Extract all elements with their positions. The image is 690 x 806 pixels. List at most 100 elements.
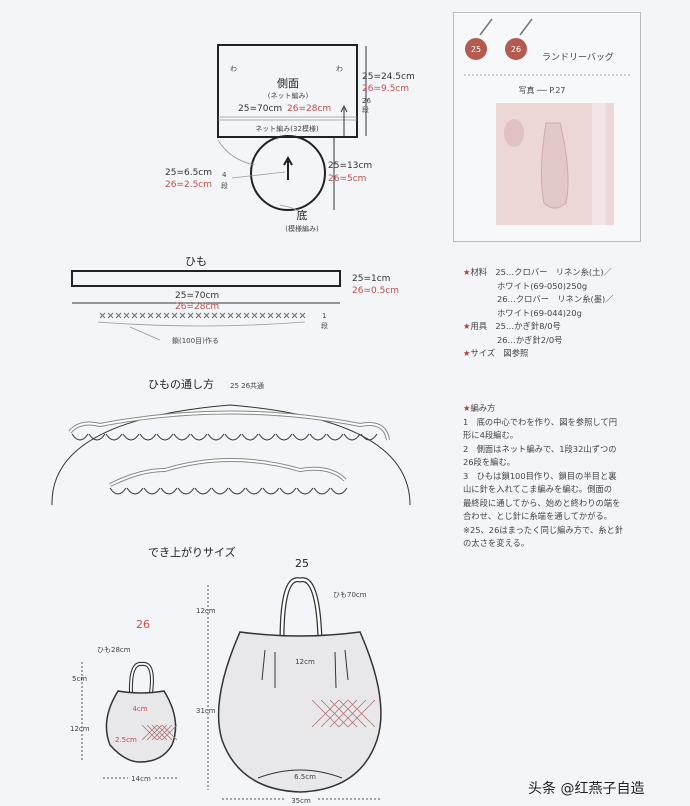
material-line: ホワイト(69-050)250g — [497, 280, 588, 291]
bottom-diagram: 25=6.5cm 26=2.5cm 4 段 25=13cm 26=5cm 底 (… — [165, 135, 372, 233]
cord-width-26: 26=0.5cm — [352, 286, 399, 296]
instructions-section: ★編み方 1 底の中心でわを作り、図を参照して円 形に4段編む。 2 側面はネッ… — [463, 402, 683, 551]
stitch-x — [203, 312, 210, 319]
bottom-title: 底 — [297, 208, 308, 222]
instructions-title: 編み方 — [470, 403, 496, 413]
net-loop — [262, 487, 280, 495]
side-height-26: 26=9.5cm — [362, 84, 409, 94]
instruction-line: 形に4段編む。 — [463, 430, 519, 440]
instruction-line: の太さを変える。 — [463, 538, 530, 548]
materials-label: 材料 — [470, 267, 488, 277]
badge-26: 26 — [511, 45, 521, 54]
stitch-x — [139, 312, 146, 319]
bag25-handle-height: 12cm — [196, 607, 216, 615]
mesh-line — [161, 724, 178, 741]
stitch-x — [107, 312, 114, 319]
net-loop — [309, 433, 327, 441]
material-line: 26…クロバー リネン糸(墨)／ — [497, 294, 614, 304]
net-loop — [190, 433, 208, 441]
cord-rows-num: 1 — [322, 312, 326, 320]
stitch-x — [219, 312, 226, 319]
instruction-line: 26段を編む。 — [463, 457, 516, 467]
project-panel: 25 26 ランドリーバッグ 写真 ── P.27 — [453, 12, 641, 242]
net-loop — [326, 433, 344, 441]
bottom-subtitle: (模様編み) — [285, 224, 319, 233]
stitch-x — [211, 312, 218, 319]
net-loop — [279, 487, 297, 495]
instruction-line: ※25、26はまったく同じ編み方で、糸と針 — [463, 524, 624, 535]
mesh-line — [338, 699, 367, 728]
mesh-line — [347, 699, 376, 728]
cord-diagram: ひも 25=1cm 26=0.5cm 25=70cm 26=28cm 1 段 鎖… — [71, 255, 399, 345]
stitch-x — [179, 312, 186, 319]
cord-title: ひも — [185, 255, 207, 268]
bag26-base: 2.5cm — [115, 736, 137, 744]
stitch-x — [267, 312, 274, 319]
stitch-x — [99, 312, 106, 319]
stitch-x — [195, 312, 202, 319]
watermark: 头条 @红燕子自造 — [528, 781, 645, 797]
instruction-line: 2 側面はネット編みで、1段32山ずつの — [463, 443, 617, 454]
side-subtitle: (ネット編み) — [268, 91, 309, 100]
bag26-opening: 4cm — [132, 705, 147, 713]
side-height-25: 25=24.5cm — [362, 72, 415, 82]
stitch-x — [115, 312, 122, 319]
stitch-x — [259, 312, 266, 319]
material-line: ホワイト(69-044)20g — [497, 307, 582, 318]
instruction-line: 1 底の中心でわを作り、図を参照して円 — [463, 416, 618, 427]
side-band-label: ネット編み(32模様) — [255, 124, 319, 133]
stitch-x — [299, 312, 306, 319]
finished-title: でき上がりサイズ — [148, 545, 236, 559]
photo-ref: 写真 ── P.27 — [518, 85, 565, 95]
stitch-x — [131, 312, 138, 319]
tools-label: 用具 — [470, 321, 488, 331]
bottom-radius-25: 25=6.5cm — [165, 168, 212, 178]
tool-line: 26…かぎ針2/0号 — [497, 334, 563, 345]
bottom-diameter-25: 25=13cm — [328, 161, 372, 171]
net-loop — [245, 487, 263, 495]
chain-note: 鎖(100目)作る — [172, 336, 219, 345]
net-loop — [360, 433, 378, 441]
stitch-x — [123, 312, 130, 319]
bag25-cord: ひも70cm — [333, 591, 367, 599]
instruction-line: 山に針を入れてこま編みを編む。側面の — [463, 484, 613, 494]
net-loop — [71, 433, 89, 441]
bottom-radius-26: 26=2.5cm — [165, 180, 212, 190]
stitch-x — [291, 312, 298, 319]
instruction-line: 合わせ、とじ針に糸端を通してかがる。 — [463, 511, 613, 521]
bag25-opening: 12cm — [295, 658, 315, 666]
net-loop — [258, 433, 276, 441]
net-loop — [207, 433, 225, 441]
arrow-up-icon — [283, 155, 293, 166]
stitch-x — [227, 312, 234, 319]
net-loop — [156, 433, 174, 441]
threading-note: 25 26共通 — [230, 381, 264, 390]
stitch-x — [283, 312, 290, 319]
panel-title: ランドリーバッグ — [542, 51, 614, 63]
bag26-body-height: 12cm — [70, 725, 90, 733]
net-loop — [224, 433, 242, 441]
cord-length-26: 26=28cm — [175, 302, 219, 312]
bottom-rows-unit: 段 — [221, 181, 228, 190]
bag26-handle-height: 5cm — [72, 675, 87, 683]
net-loop — [173, 433, 191, 441]
size-label: サイズ — [470, 348, 496, 358]
yarn-ball-icon — [505, 38, 527, 60]
threading-diagram: ひもの通し方 25 26共通 — [51, 377, 411, 506]
net-loop — [88, 433, 106, 441]
side-width-26: 26=28cm — [287, 104, 331, 114]
mesh-pattern — [141, 724, 178, 741]
instruction-line: 3 ひもは鎖100目作り、鎖目の半目と裏 — [463, 470, 617, 481]
side-rows-num: 26 — [362, 97, 371, 105]
net-loop — [343, 433, 361, 441]
net-loop — [160, 487, 178, 495]
stitch-x — [187, 312, 194, 319]
net-loop — [330, 487, 348, 495]
stitch-x — [275, 312, 282, 319]
net-loop — [194, 487, 212, 495]
bag25-label: 25 — [295, 557, 309, 570]
side-width-25: 25=70cm — [238, 104, 282, 114]
mesh-line — [156, 724, 173, 741]
cord-width-25: 25=1cm — [352, 274, 390, 284]
net-loop — [292, 433, 310, 441]
